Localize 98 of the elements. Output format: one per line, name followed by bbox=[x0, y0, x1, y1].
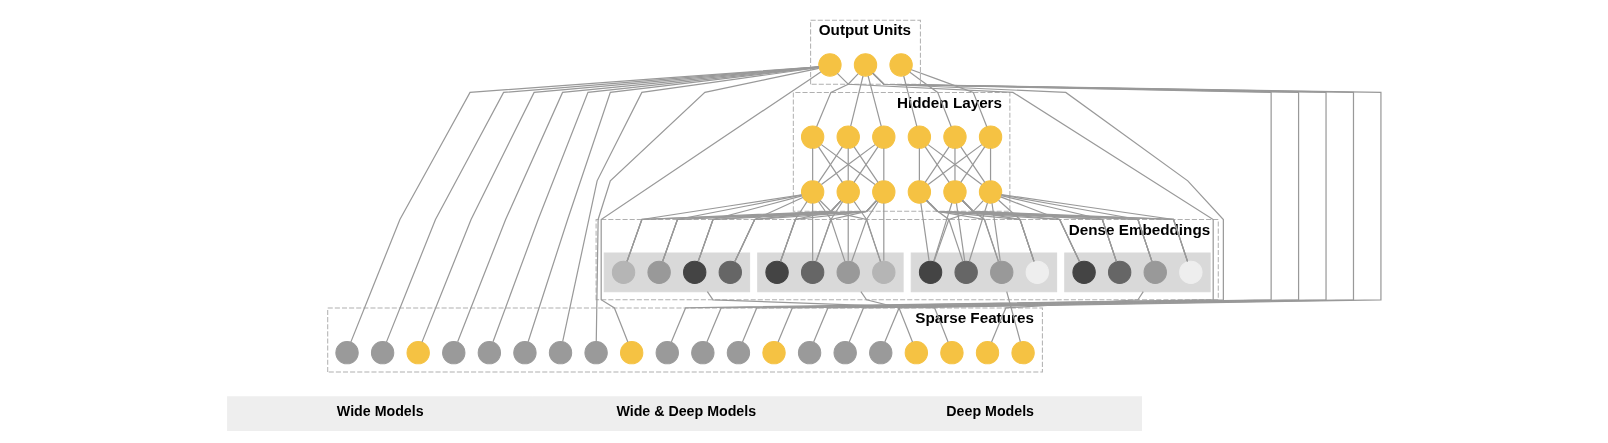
connector bbox=[927, 144, 983, 186]
connector bbox=[1006, 291, 1021, 343]
node-circle bbox=[836, 260, 860, 284]
connector bbox=[816, 73, 859, 127]
connector bbox=[883, 147, 885, 182]
connector bbox=[812, 147, 814, 182]
connector bbox=[990, 291, 1144, 343]
cluster: Sparse Features bbox=[327, 307, 1043, 373]
cluster bbox=[757, 252, 904, 293]
node-circle bbox=[918, 260, 943, 284]
node-circle bbox=[765, 260, 789, 284]
node-circle bbox=[872, 180, 896, 204]
connector bbox=[867, 75, 882, 127]
node-circle bbox=[940, 340, 964, 365]
node-circle bbox=[990, 260, 1014, 284]
node-circle bbox=[833, 340, 857, 365]
connector bbox=[883, 202, 885, 262]
connector bbox=[933, 202, 953, 262]
connector bbox=[918, 147, 920, 182]
connector bbox=[998, 199, 1035, 262]
connector bbox=[989, 147, 992, 182]
node-circle bbox=[1011, 340, 1035, 365]
node-circle bbox=[800, 260, 825, 284]
connector bbox=[847, 202, 849, 262]
connector bbox=[960, 146, 986, 184]
node-circle bbox=[691, 340, 715, 365]
connector bbox=[860, 291, 914, 343]
connector bbox=[780, 200, 877, 262]
connector bbox=[903, 75, 918, 127]
node-circle bbox=[1107, 260, 1132, 284]
node-circle bbox=[975, 340, 1000, 365]
connector bbox=[933, 200, 984, 262]
node-circle bbox=[872, 125, 896, 149]
connector bbox=[850, 75, 864, 127]
connector bbox=[1001, 194, 1153, 262]
node-circle bbox=[1072, 260, 1096, 284]
node-circle bbox=[655, 340, 679, 365]
node-circle bbox=[726, 340, 751, 365]
node-circle bbox=[1143, 260, 1167, 284]
connector bbox=[1000, 196, 1081, 263]
cluster bbox=[603, 252, 751, 293]
cluster: Output Units bbox=[810, 19, 921, 85]
node-circle bbox=[611, 260, 636, 284]
node-circle bbox=[853, 53, 878, 77]
node-circle bbox=[477, 340, 502, 365]
node-circle bbox=[978, 180, 1003, 204]
connector bbox=[1000, 194, 1117, 262]
connector bbox=[812, 202, 814, 262]
node-circle bbox=[978, 125, 1003, 149]
connector bbox=[924, 146, 950, 184]
node-circle bbox=[943, 180, 967, 204]
node-circle bbox=[335, 340, 359, 365]
node-circle bbox=[800, 180, 825, 204]
node-circle bbox=[872, 260, 896, 284]
node-circle bbox=[800, 125, 825, 149]
connector bbox=[706, 291, 949, 343]
node-circle bbox=[513, 340, 537, 365]
node-circle bbox=[869, 340, 893, 365]
node-circle bbox=[836, 125, 860, 149]
node-circle bbox=[907, 125, 932, 149]
cluster bbox=[910, 252, 1058, 293]
node-circle bbox=[620, 340, 644, 365]
connector bbox=[820, 144, 876, 186]
node-circle bbox=[907, 180, 932, 204]
node-circle bbox=[406, 340, 430, 365]
node-circle bbox=[1179, 260, 1203, 284]
node-circle bbox=[442, 340, 466, 365]
node-circle bbox=[954, 260, 978, 284]
node-circle bbox=[904, 340, 929, 365]
connector bbox=[847, 147, 849, 182]
connector bbox=[909, 71, 952, 127]
node-circle bbox=[818, 53, 842, 77]
cluster: Dense Embeddings bbox=[595, 218, 1219, 301]
node-circle bbox=[836, 180, 860, 204]
node-circle bbox=[683, 260, 707, 284]
node-circle bbox=[584, 340, 608, 365]
node-circle bbox=[943, 125, 967, 149]
node-circle bbox=[370, 340, 395, 365]
node-circle bbox=[762, 340, 786, 365]
connector bbox=[954, 147, 956, 182]
node-circle bbox=[548, 340, 573, 365]
cluster bbox=[1064, 252, 1211, 293]
node-circle bbox=[718, 260, 742, 284]
cluster: Hidden Layers bbox=[792, 91, 1011, 212]
node-circle bbox=[1025, 260, 1049, 284]
connector bbox=[910, 69, 988, 127]
connector bbox=[734, 200, 877, 263]
connector bbox=[920, 202, 930, 262]
connector bbox=[697, 200, 877, 262]
connector bbox=[968, 202, 989, 262]
connector bbox=[991, 202, 1001, 262]
connector bbox=[853, 146, 879, 184]
node-circle bbox=[647, 260, 671, 284]
connector bbox=[955, 202, 966, 262]
node-circle bbox=[889, 53, 913, 77]
node-circle bbox=[797, 340, 822, 365]
connector bbox=[926, 199, 1035, 262]
connector bbox=[1000, 194, 1189, 262]
